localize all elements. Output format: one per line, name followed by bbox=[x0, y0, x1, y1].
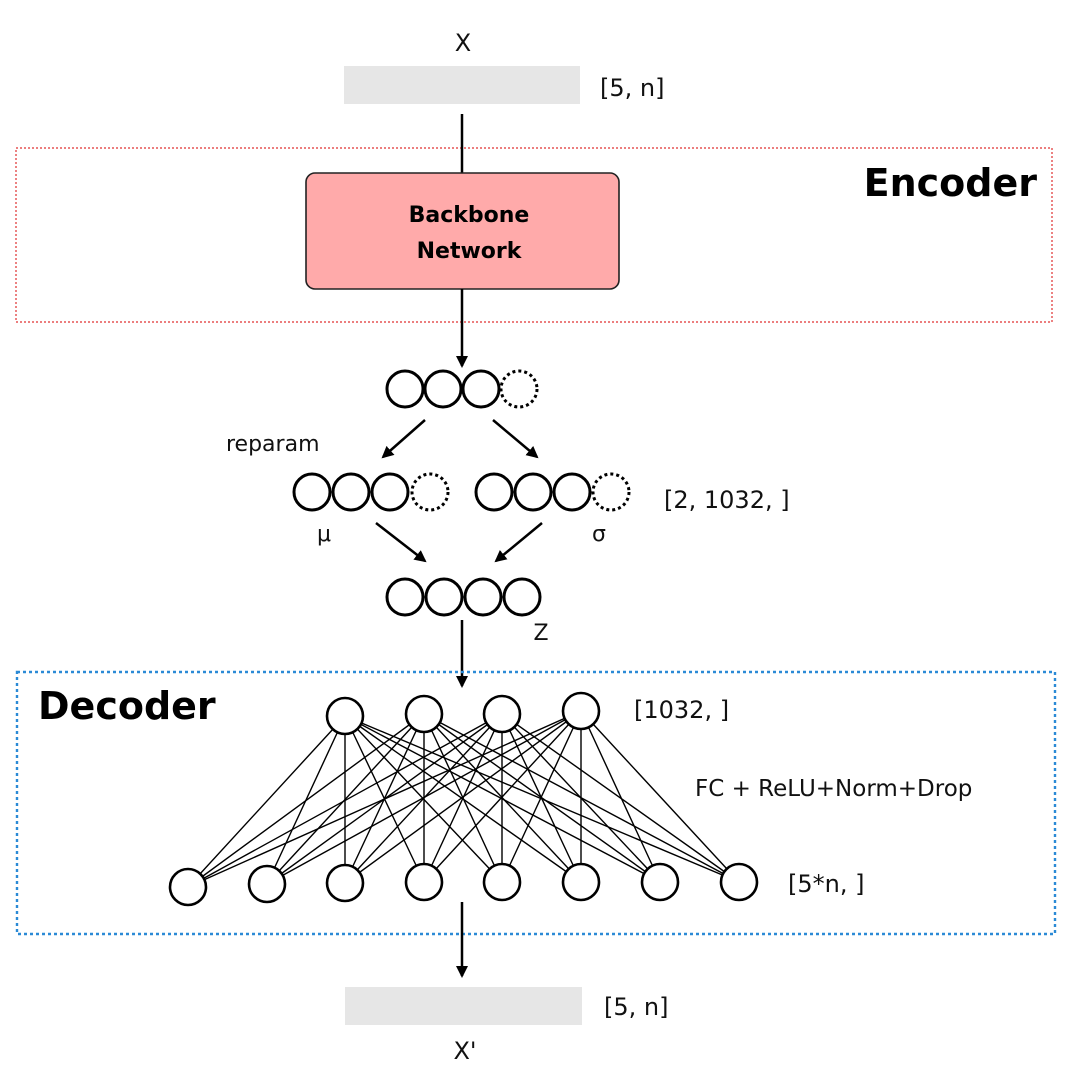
decoder-top-nodes bbox=[325, 691, 601, 736]
arrow-sigma-to-z bbox=[494, 522, 543, 563]
decoder-boundary bbox=[15, 670, 1057, 936]
output-shape: [5, n] bbox=[604, 993, 668, 1021]
encoder-title: Encoder bbox=[864, 161, 1038, 205]
input-label: X bbox=[455, 29, 471, 57]
z-label: Z bbox=[533, 621, 548, 646]
feature-node bbox=[385, 369, 425, 409]
mu-node bbox=[331, 472, 371, 512]
backbone-label-line1: Backbone bbox=[409, 203, 530, 228]
arrow-to-mu bbox=[381, 419, 426, 459]
decoder-bottom-node bbox=[719, 862, 759, 902]
mu-label: μ bbox=[317, 522, 331, 547]
fc-connections bbox=[187, 710, 740, 888]
mu-nodes bbox=[292, 472, 450, 512]
input-bar bbox=[344, 66, 580, 104]
decoder-top-node bbox=[561, 691, 601, 731]
sigma-node bbox=[513, 472, 553, 512]
z-nodes bbox=[385, 577, 542, 617]
z-node bbox=[385, 577, 425, 617]
sigma-node bbox=[552, 472, 592, 512]
sigma-label: σ bbox=[592, 522, 606, 547]
z-node bbox=[502, 577, 542, 617]
arrow-mu-to-z bbox=[375, 522, 427, 563]
mu-node-dropped bbox=[410, 472, 450, 512]
decoder-title: Decoder bbox=[38, 684, 216, 728]
feature-node bbox=[423, 369, 463, 409]
mu-node bbox=[292, 472, 332, 512]
reparam-label: reparam bbox=[226, 432, 320, 457]
sigma-node bbox=[474, 472, 514, 512]
sigma-node-dropped bbox=[591, 472, 631, 512]
decoder-bottom-nodes bbox=[168, 862, 759, 907]
z-node bbox=[424, 577, 464, 617]
z-node bbox=[463, 577, 503, 617]
sigma-nodes bbox=[474, 472, 631, 512]
mu-node bbox=[370, 472, 410, 512]
decoder-bottom-node bbox=[482, 862, 522, 902]
decoder-bottom-node bbox=[325, 863, 365, 903]
decoder-layer-label: FC + ReLU+Norm+Drop bbox=[695, 776, 972, 802]
output-label: X' bbox=[453, 1037, 476, 1065]
decoder-top-shape: [1032, ] bbox=[634, 696, 729, 724]
decoder-top-node bbox=[325, 696, 365, 736]
feature-node-dropped bbox=[499, 369, 539, 409]
decoder-bottom-node bbox=[561, 862, 601, 902]
decoder-bottom-node bbox=[247, 864, 287, 904]
latent-shape: [2, 1032, ] bbox=[664, 486, 790, 514]
decoder-bottom-node bbox=[404, 862, 444, 902]
decoder-bottom-shape: [5*n, ] bbox=[788, 870, 864, 898]
feature-nodes bbox=[385, 369, 539, 409]
decoder-top-node bbox=[404, 694, 444, 734]
decoder-bottom-node bbox=[640, 862, 680, 902]
decoder-top-node bbox=[482, 694, 522, 734]
decoder-bottom-node bbox=[168, 867, 208, 907]
arrow-to-sigma bbox=[492, 419, 539, 459]
encoder-boundary bbox=[15, 147, 1053, 323]
backbone-network-box: Backbone Network bbox=[305, 172, 620, 290]
input-shape: [5, n] bbox=[600, 74, 664, 102]
output-bar bbox=[345, 987, 582, 1025]
backbone-label-line2: Network bbox=[417, 239, 523, 264]
feature-node bbox=[461, 369, 501, 409]
